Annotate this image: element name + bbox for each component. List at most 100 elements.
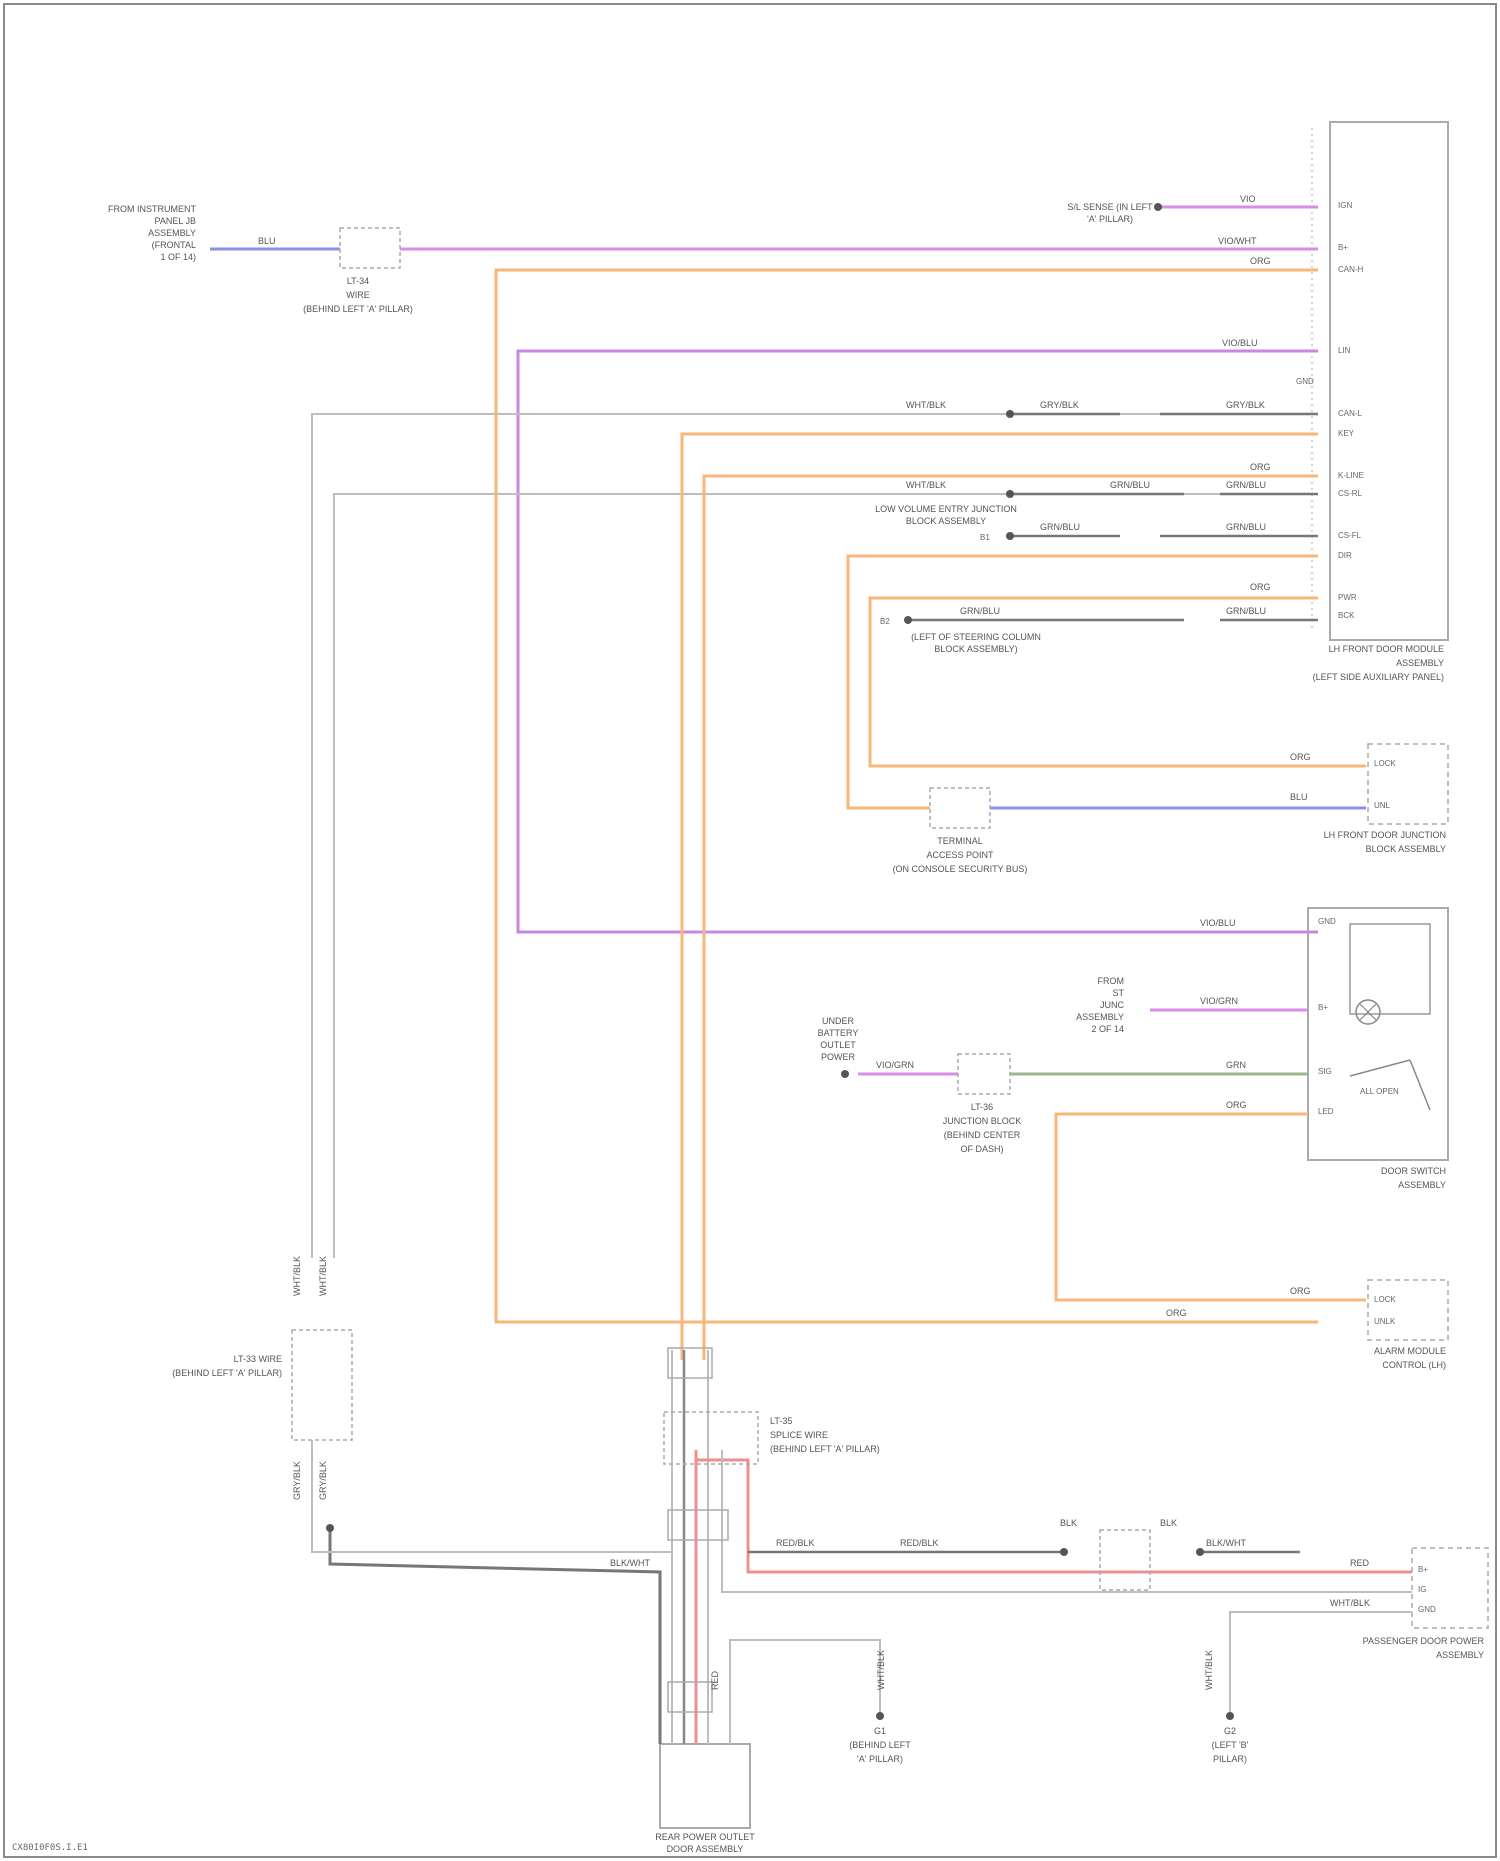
under-dash-reference: UNDER BATTERY OUTLET POWER (818, 1016, 859, 1062)
splice-point (904, 616, 912, 624)
passenger-door-power-assembly: B+ IG GND PASSENGER DOOR POWER ASSEMBLY (1363, 1548, 1488, 1660)
wire-label: GRN/BLU (1226, 480, 1266, 490)
wire-label: GRY/BLK (1226, 400, 1265, 410)
rear-power-outlet-assembly: REAR POWER OUTLET DOOR ASSEMBLY (655, 1744, 755, 1854)
connector-line: (BEHIND LEFT 'A' PILLAR) (303, 304, 413, 314)
fuse-block-2-reference: FROM ST JUNC ASSEMBLY 2 OF 14 (1076, 976, 1124, 1034)
wire-label: BLK (1060, 1518, 1077, 1528)
ground-name: G1 (874, 1726, 886, 1736)
wire-label: BLK (1160, 1518, 1177, 1528)
pin-label: UNL (1374, 801, 1391, 810)
connector-line: (BEHIND LEFT 'A' PILLAR) (172, 1368, 282, 1378)
wire-label: BLK/WHT (610, 1558, 651, 1568)
ground-line: (LEFT 'B' (1212, 1740, 1249, 1750)
splice-point (1006, 490, 1014, 498)
wire-label: ORG (1226, 1100, 1247, 1110)
ground-name: G2 (1224, 1726, 1236, 1736)
pin-label: BCK (1338, 611, 1355, 620)
connector-line: SPLICE WIRE (770, 1430, 828, 1440)
connector-name: LT-34 (347, 276, 369, 286)
inline-connector (1100, 1530, 1150, 1590)
wire-label: GRY/BLK (318, 1461, 328, 1500)
junction-block-name-1: LH FRONT DOOR JUNCTION (1324, 830, 1446, 840)
junction-line: BLOCK ASSEMBLY (906, 516, 986, 526)
wire-label: ORG (1290, 752, 1311, 762)
connector-name: LT-36 (971, 1102, 993, 1112)
pin-label: B+ (1418, 1565, 1428, 1574)
wire-label: VIO/GRN (876, 1060, 914, 1070)
wire-label: RED/BLK (900, 1538, 939, 1548)
wire-label: WHT/BLK (1204, 1650, 1214, 1690)
wire-label: GRN/BLU (1226, 522, 1266, 532)
connector-terminal: TERMINAL ACCESS POINT (ON CONSOLE SECURI… (893, 788, 1028, 874)
pin-label: LIN (1338, 346, 1351, 355)
splice-top-reference: S/L SENSE (IN LEFT 'A' PILLAR) (1067, 202, 1153, 224)
pin-label: UNLK (1374, 1317, 1396, 1326)
junction-line: BLOCK ASSEMBLY) (934, 644, 1017, 654)
wire-gray-2 (334, 494, 1318, 1258)
splice-point (326, 1524, 334, 1532)
fuse-block-2-line: FROM (1098, 976, 1125, 986)
pin-label: GND (1318, 917, 1336, 926)
fuse-block-2-line: 2 OF 14 (1091, 1024, 1124, 1034)
wire-red-to-passenger (696, 1460, 1412, 1572)
under-dash-line: OUTLET (820, 1040, 856, 1050)
splice-point (841, 1070, 849, 1078)
junction-label-2: (LEFT OF STEERING COLUMN BLOCK ASSEMBLY)… (880, 617, 1041, 654)
junction-pin: B1 (980, 533, 990, 542)
under-dash-line: POWER (821, 1052, 856, 1062)
wire-gray-return (312, 1440, 672, 1552)
fuse-block-2-line: JUNC (1100, 1000, 1124, 1010)
pin-label: LED (1318, 1107, 1334, 1116)
wire-orange-led (1056, 1114, 1366, 1300)
connector-lt-34: LT-34 WIRE (BEHIND LEFT 'A' PILLAR) (303, 228, 413, 314)
connector-name: LT-35 (770, 1416, 792, 1426)
door-switch-assembly: GND B+ SIG LED ALL OPEN DOOR SWITCH ASSE… (1308, 908, 1448, 1190)
junction-block-name-2: BLOCK ASSEMBLY (1366, 844, 1446, 854)
wire-gnd-g1 (730, 1640, 880, 1744)
pin-label: CS-FL (1338, 531, 1362, 540)
connector-line: OF DASH) (960, 1144, 1003, 1154)
wire-label: BLU (1290, 792, 1308, 802)
alarm-module: LOCK UNLK ALARM MODULE CONTROL (LH) (1368, 1280, 1448, 1370)
wire-label: WHT/BLK (876, 1650, 886, 1690)
pin-label: B+ (1338, 243, 1348, 252)
switch-contact-icon (1350, 1060, 1410, 1076)
wire-label: ORG (1166, 1308, 1187, 1318)
connector-lt-36: LT-36 JUNCTION BLOCK (BEHIND CENTER OF D… (943, 1054, 1022, 1154)
junction-line: LOW VOLUME ENTRY JUNCTION (875, 504, 1017, 514)
ground-g1-icon (876, 1712, 884, 1720)
pin-label: CAN-H (1338, 265, 1364, 274)
ground-g2: G2 (LEFT 'B' PILLAR) (1212, 1726, 1249, 1764)
fuse-block-reference: FROM INSTRUMENT PANEL JB ASSEMBLY (FRONT… (108, 204, 196, 262)
connector-name: TERMINAL (937, 836, 983, 846)
footer-code: CX80I0F0S.I.E1 (12, 1843, 88, 1853)
alarm-module-name-2: CONTROL (LH) (1382, 1360, 1446, 1370)
pin-label: GND (1418, 1605, 1436, 1614)
wire-label: RED (710, 1670, 720, 1690)
door-switch-name-1: DOOR SWITCH (1381, 1166, 1446, 1176)
wire-label: VIO/GRN (1200, 996, 1238, 1006)
pin-label: LOCK (1374, 759, 1396, 768)
pin-label: K-LINE (1338, 471, 1364, 480)
wire-label: WHT/BLK (906, 480, 946, 490)
pin-label: CS-RL (1338, 489, 1363, 498)
wire-label: VIO (1240, 194, 1256, 204)
wire-gray-1 (312, 414, 1318, 1258)
wire-label: BLK/WHT (1206, 1538, 1247, 1548)
fuse-block-2-line: ST (1112, 988, 1124, 998)
junction-line: (LEFT OF STEERING COLUMN (911, 632, 1041, 642)
door-switch-name-2: ASSEMBLY (1398, 1180, 1446, 1190)
connector-line: ACCESS POINT (926, 850, 994, 860)
rear-power-outlet-name-1: REAR POWER OUTLET (655, 1832, 755, 1842)
wire-label: WHT/BLK (318, 1256, 328, 1296)
wire-label: GRN (1226, 1060, 1246, 1070)
ground-line: 'A' PILLAR) (857, 1754, 903, 1764)
pin-label: B+ (1318, 1003, 1328, 1012)
pin-label: GND (1296, 377, 1314, 386)
splice-point (1196, 1548, 1204, 1556)
wire-label: WHT/BLK (292, 1256, 302, 1296)
fuse-block-line: 1 OF 14) (160, 252, 196, 262)
